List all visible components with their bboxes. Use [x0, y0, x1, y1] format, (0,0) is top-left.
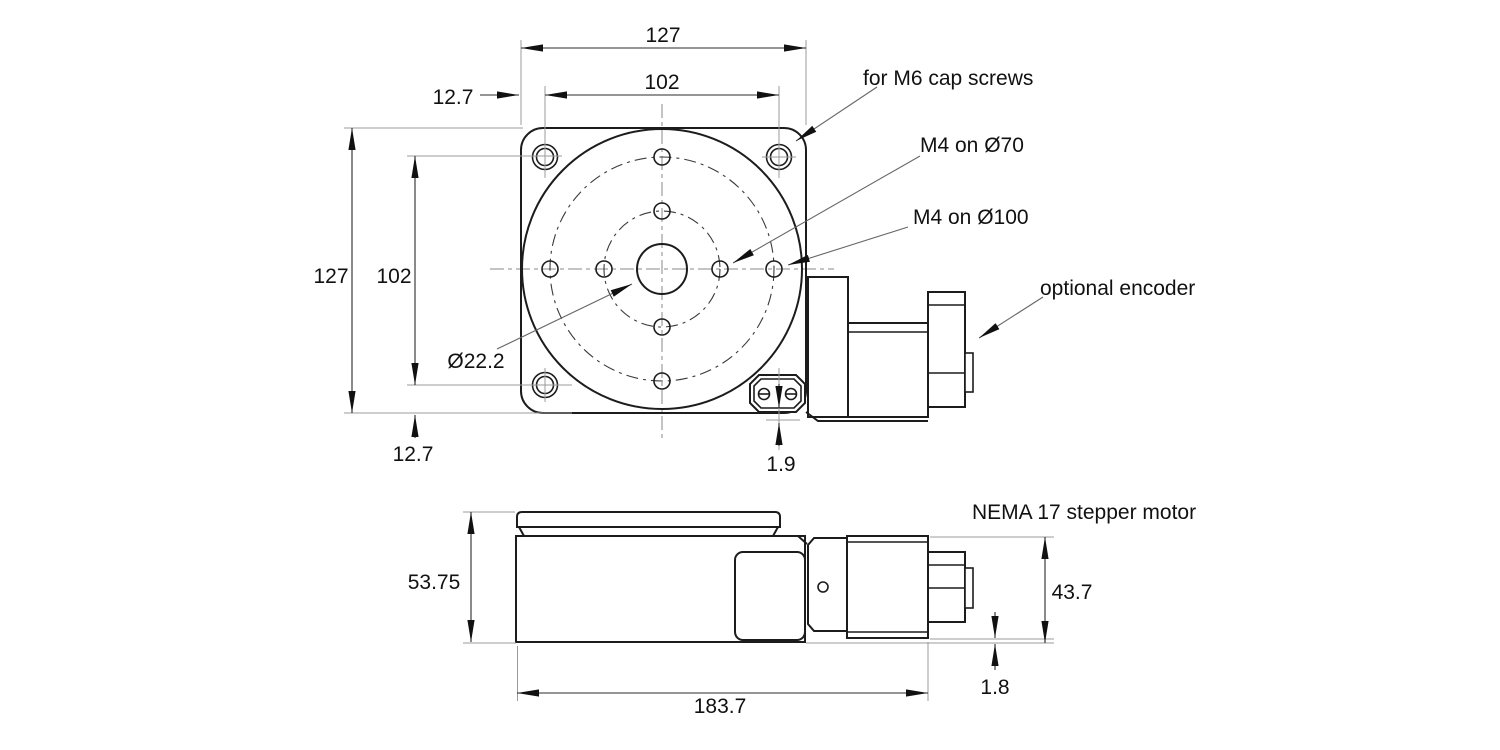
encoder-connector-side: [964, 567, 974, 609]
label-dim-183.7: 183.7: [694, 695, 747, 718]
label-dim-102-left: 102: [376, 265, 411, 288]
label-nema17: NEMA 17 stepper motor: [972, 501, 1196, 524]
label-dim-53.75: 53.75: [408, 571, 461, 594]
motor-assembly-top: [805, 276, 974, 422]
label-dim-102-top: 102: [644, 71, 679, 94]
flange-pin-hole: [817, 581, 829, 593]
top-view: 127 102 12.7 127 102 12.7 1.9 Ø22.2 for …: [313, 24, 1195, 476]
leader-m4-70: [732, 155, 921, 264]
neck-left: [518, 526, 525, 537]
label-dim-127-top: 127: [645, 24, 680, 47]
encoder-connector-tab: [964, 352, 974, 393]
rotary-platter-circle: [521, 128, 803, 410]
motor-bracket-side: [734, 551, 806, 641]
encoder-body-side: [927, 551, 966, 623]
label-dim-127-left: 127: [313, 265, 348, 288]
motor-body-side: [846, 535, 929, 639]
label-dim-1.9: 1.9: [766, 453, 795, 476]
label-m6-cap-screws: for M6 cap screws: [863, 67, 1033, 90]
bolt-circle-70: [603, 210, 721, 328]
label-dim-1.8: 1.8: [980, 676, 1009, 699]
leader-m4-100: [787, 226, 909, 266]
leaders-top-view: [496, 86, 1044, 350]
encoder-body-top: [927, 291, 966, 408]
label-m4-on-70: M4 on Ø70: [920, 134, 1024, 157]
dimensions-side-view: [467, 512, 1049, 697]
extension-lines-top-view: [344, 40, 807, 450]
bolt-circle-100: [549, 156, 775, 382]
extension-lines-side-view: [463, 511, 1054, 701]
platter-bolt-holes: [541, 148, 783, 390]
label-dim-43.7: 43.7: [1052, 581, 1093, 604]
flange-chamfer: [805, 411, 928, 422]
label-dim-12.7-top: 12.7: [433, 86, 474, 109]
label-m4-on-100: M4 on Ø100: [913, 206, 1029, 229]
side-view: 53.75 183.7 43.7 1.8 NEMA 17 stepper mot…: [408, 501, 1196, 718]
center-bore: [636, 243, 688, 295]
leader-center-bore: [496, 283, 633, 350]
label-optional-encoder: optional encoder: [1040, 277, 1195, 300]
stage-base-plate: [520, 127, 807, 414]
dimensions-top-view: [348, 44, 806, 446]
motor-body-top: [847, 322, 929, 418]
power-connector: [749, 374, 806, 413]
leader-optional-encoder: [978, 296, 1044, 339]
neck-right: [772, 526, 779, 537]
label-dim-12.7-bottom: 12.7: [393, 443, 434, 466]
body-chamfer: [797, 535, 808, 545]
leader-m6-cap-screws: [795, 86, 878, 142]
label-center-bore: Ø22.2: [447, 350, 504, 373]
motor-flange-top: [807, 276, 849, 418]
platter-side: [516, 511, 781, 528]
